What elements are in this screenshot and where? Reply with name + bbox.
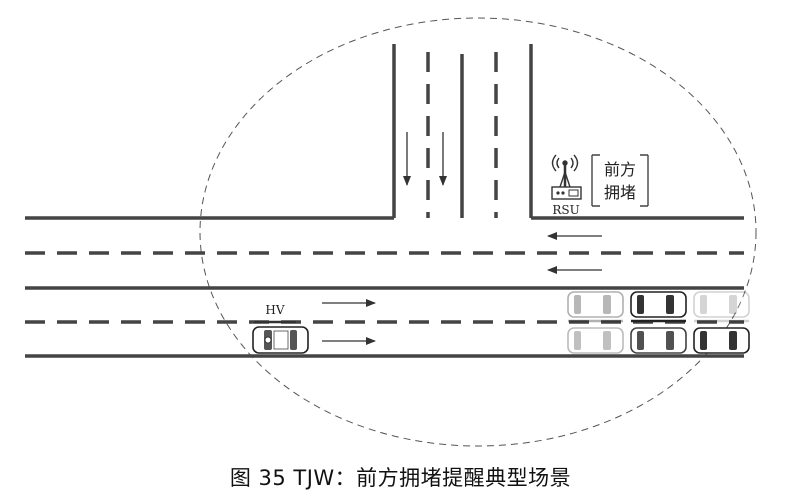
car-icon — [693, 327, 750, 354]
rsu-unit: RSU — [551, 154, 582, 217]
congestion-notice: 前方 拥堵 — [591, 154, 649, 207]
rsu-box — [551, 186, 582, 200]
communication-range-ellipse — [199, 17, 757, 447]
main-road-lane-dashes — [25, 251, 744, 324]
notice-line-1: 前方 — [604, 160, 636, 179]
host-vehicle: HV — [252, 303, 309, 354]
car-icon — [630, 327, 687, 354]
car-icon — [252, 326, 309, 354]
car-icon — [567, 327, 624, 354]
side-road-lane-dashes — [426, 52, 498, 218]
car-icon — [693, 291, 750, 323]
side-road — [392, 44, 533, 218]
rsu-label: RSU — [552, 203, 579, 217]
car-icon — [630, 291, 687, 323]
congested-vehicles — [567, 291, 750, 354]
car-icon — [567, 291, 624, 323]
notice-line-2: 拥堵 — [604, 183, 636, 202]
traffic-jam-warning-scene: RSU 前方 拥堵 HV — [25, 17, 757, 447]
host-vehicle-label: HV — [265, 303, 284, 317]
figure-caption: 图 35 TJW：前方拥堵提醒典型场景 — [229, 466, 572, 490]
main-road — [25, 216, 744, 358]
antenna-icon — [551, 154, 579, 188]
